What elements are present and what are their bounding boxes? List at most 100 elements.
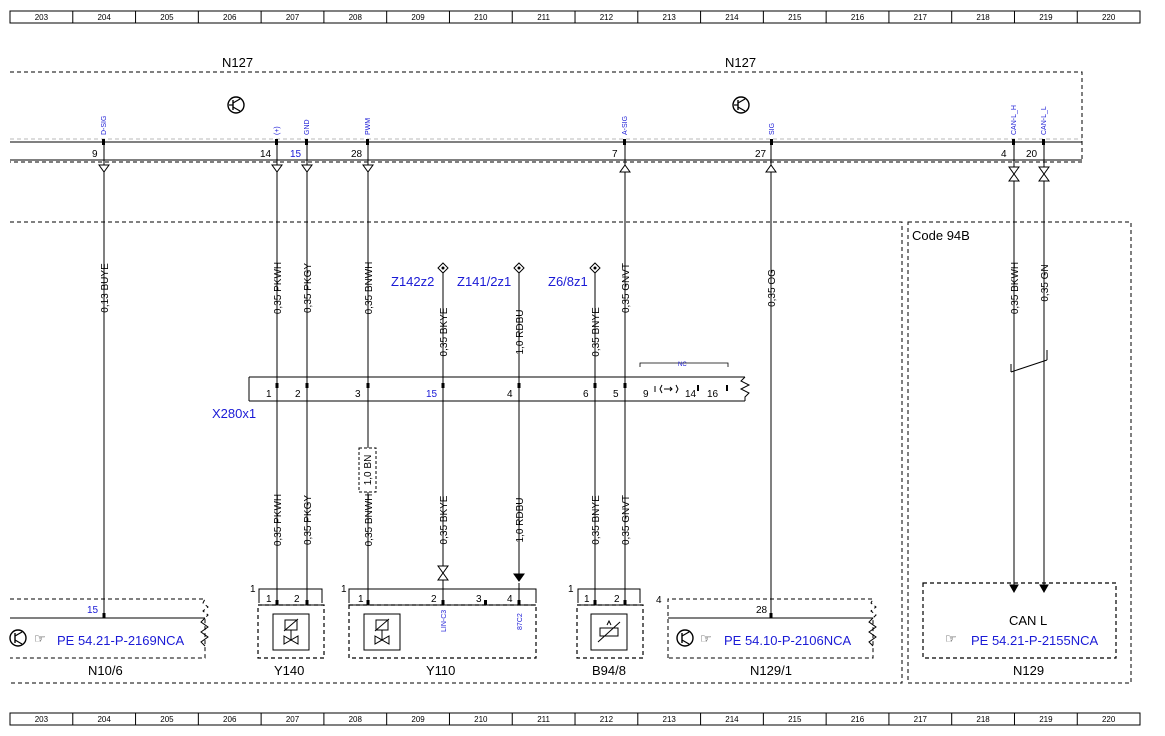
wire-label: 0,35 PKWH bbox=[273, 494, 284, 546]
component-number: 1 bbox=[568, 584, 574, 595]
module-pin: CAN-L_L 20 bbox=[1026, 106, 1048, 160]
ruler-label: 219 bbox=[1039, 715, 1053, 724]
ruler-label: 211 bbox=[537, 715, 550, 724]
wire-label: 1,0 RDBU bbox=[515, 309, 526, 354]
pin-number: 2 bbox=[614, 594, 620, 605]
pin-signal: PWM bbox=[365, 118, 372, 135]
wire-label: 0,35 BNYE bbox=[591, 307, 602, 357]
splice-label: Z6/8z1 bbox=[548, 274, 588, 289]
pointing-hand-icon: ☞ bbox=[700, 631, 712, 646]
reference-link[interactable]: PE 54.10-P-2106NCA bbox=[724, 633, 852, 648]
pin-number: 14 bbox=[260, 149, 272, 160]
pin-signal: 87C2 bbox=[517, 613, 524, 630]
ruler-label: 211 bbox=[537, 13, 550, 22]
splice-label: Z142z2 bbox=[391, 274, 434, 289]
ruler-label: 206 bbox=[223, 13, 237, 22]
component-title: CAN L bbox=[1009, 613, 1047, 628]
wire-labels-upper: 0,13 BUYE 0,35 PKWH 0,35 PKGY 0,35 BNWH … bbox=[100, 262, 1051, 357]
ruler-label: 209 bbox=[411, 715, 425, 724]
pin-signal: CAN-L_L bbox=[1041, 106, 1048, 135]
pin-signal: D-SIG bbox=[101, 116, 108, 135]
wire-label: 0,35 OG bbox=[767, 269, 778, 307]
code-label: Code 94B bbox=[912, 228, 970, 243]
ruler-label: 217 bbox=[914, 715, 928, 724]
left-zone-border bbox=[10, 221, 903, 684]
transistor-icon bbox=[732, 96, 750, 114]
component-number: 4 bbox=[656, 595, 662, 606]
pin-number: 7 bbox=[612, 149, 618, 160]
pin-number: 4 bbox=[1001, 149, 1007, 160]
pin-number: 28 bbox=[756, 605, 768, 616]
pin-signal: LIN-C3 bbox=[441, 610, 448, 632]
module-pin: CAN-L_H 4 bbox=[1001, 105, 1018, 160]
pin-number: 1 bbox=[584, 594, 590, 605]
ruler-label: 205 bbox=[160, 13, 174, 22]
ruler-label: 212 bbox=[600, 715, 614, 724]
wire-label: 0,13 BUYE bbox=[100, 263, 111, 313]
splice-label: Z141/2z1 bbox=[457, 274, 511, 289]
connector-pin: 14 bbox=[685, 389, 697, 400]
ruler-label: 207 bbox=[286, 13, 300, 22]
ruler-label: 203 bbox=[35, 715, 49, 724]
ruler-label: 204 bbox=[97, 715, 111, 724]
wire-label: 0,35 BKWH bbox=[1010, 262, 1021, 314]
component-number: 1 bbox=[250, 584, 256, 595]
ruler-label: 210 bbox=[474, 715, 488, 724]
wire-label: 1,0 RDBU bbox=[515, 497, 526, 542]
pin-number: 2 bbox=[294, 594, 300, 605]
transistor-icon bbox=[9, 629, 27, 647]
module-pin: A-SIG 7 bbox=[612, 116, 629, 160]
reference-link[interactable]: PE 54.21-P-2169NCA bbox=[57, 633, 185, 648]
wires bbox=[103, 145, 1048, 613]
pin-number: 1 bbox=[266, 594, 272, 605]
wire-label: 0,35 BKYE bbox=[439, 307, 450, 356]
connector-pin: 4 bbox=[507, 389, 513, 400]
module-label-left: N127 bbox=[222, 55, 253, 70]
solenoid-valve-icon bbox=[363, 613, 401, 651]
transistor-icon bbox=[227, 96, 245, 114]
ruler-label: 207 bbox=[286, 715, 300, 724]
component-y140: 1 1 2 Y140 bbox=[250, 584, 325, 678]
ruler-label: 204 bbox=[97, 13, 111, 22]
ruler-label: 215 bbox=[788, 13, 802, 22]
pin-number: 3 bbox=[476, 594, 482, 605]
module-n127: N127 N127 D-SIG 9 (+) 14 bbox=[10, 55, 1083, 163]
pin-signal: CAN-L_H bbox=[1011, 105, 1018, 135]
bn-label: 1,0 BN bbox=[363, 455, 374, 486]
pin-signal: A-SIG bbox=[622, 116, 629, 135]
pointing-hand-icon: ☞ bbox=[34, 631, 46, 646]
wire-labels-lower: 0,35 PKWH 0,35 PKGY 0,35 BNWH 0,35 BKYE … bbox=[273, 494, 632, 547]
break-icon bbox=[654, 384, 679, 394]
component-n10-6: 15 ☞ PE 54.21-P-2169NCA N10/6 bbox=[9, 598, 209, 678]
solenoid-valve-icon bbox=[272, 613, 310, 651]
wire-label: 0,35 PKGY bbox=[303, 263, 314, 313]
pin-signal: GND bbox=[304, 119, 311, 135]
component-y110: 1 1 2 3 4 LIN-C3 87C2 Y110 bbox=[341, 583, 537, 678]
component-name: N10/6 bbox=[88, 663, 123, 678]
ruler-label: 218 bbox=[976, 715, 990, 724]
ruler-label: 209 bbox=[411, 13, 425, 22]
module-pin: (+) 14 bbox=[260, 126, 281, 160]
ruler-label: 216 bbox=[851, 715, 865, 724]
ruler-label: 208 bbox=[349, 715, 363, 724]
component-name: B94/8 bbox=[592, 663, 626, 678]
bn-wire-box: 1,0 BN bbox=[358, 447, 377, 493]
arrow-icons bbox=[98, 164, 1050, 594]
component-name: N129/1 bbox=[750, 663, 792, 678]
ruler-label: 213 bbox=[663, 715, 677, 724]
pin-number: 2 bbox=[431, 594, 437, 605]
ruler-label: 210 bbox=[474, 13, 488, 22]
sensor-icon bbox=[590, 613, 628, 651]
pin-number: 15 bbox=[290, 149, 302, 160]
nc-bracket bbox=[639, 362, 729, 367]
ruler-label: 215 bbox=[788, 715, 802, 724]
ruler-label: 213 bbox=[663, 13, 677, 22]
wire-label: 0,35 GNVT bbox=[621, 495, 632, 545]
ruler-label: 208 bbox=[349, 13, 363, 22]
ruler-label: 214 bbox=[725, 13, 739, 22]
reference-link[interactable]: PE 54.21-P-2155NCA bbox=[971, 633, 1099, 648]
pin-number: 20 bbox=[1026, 149, 1038, 160]
